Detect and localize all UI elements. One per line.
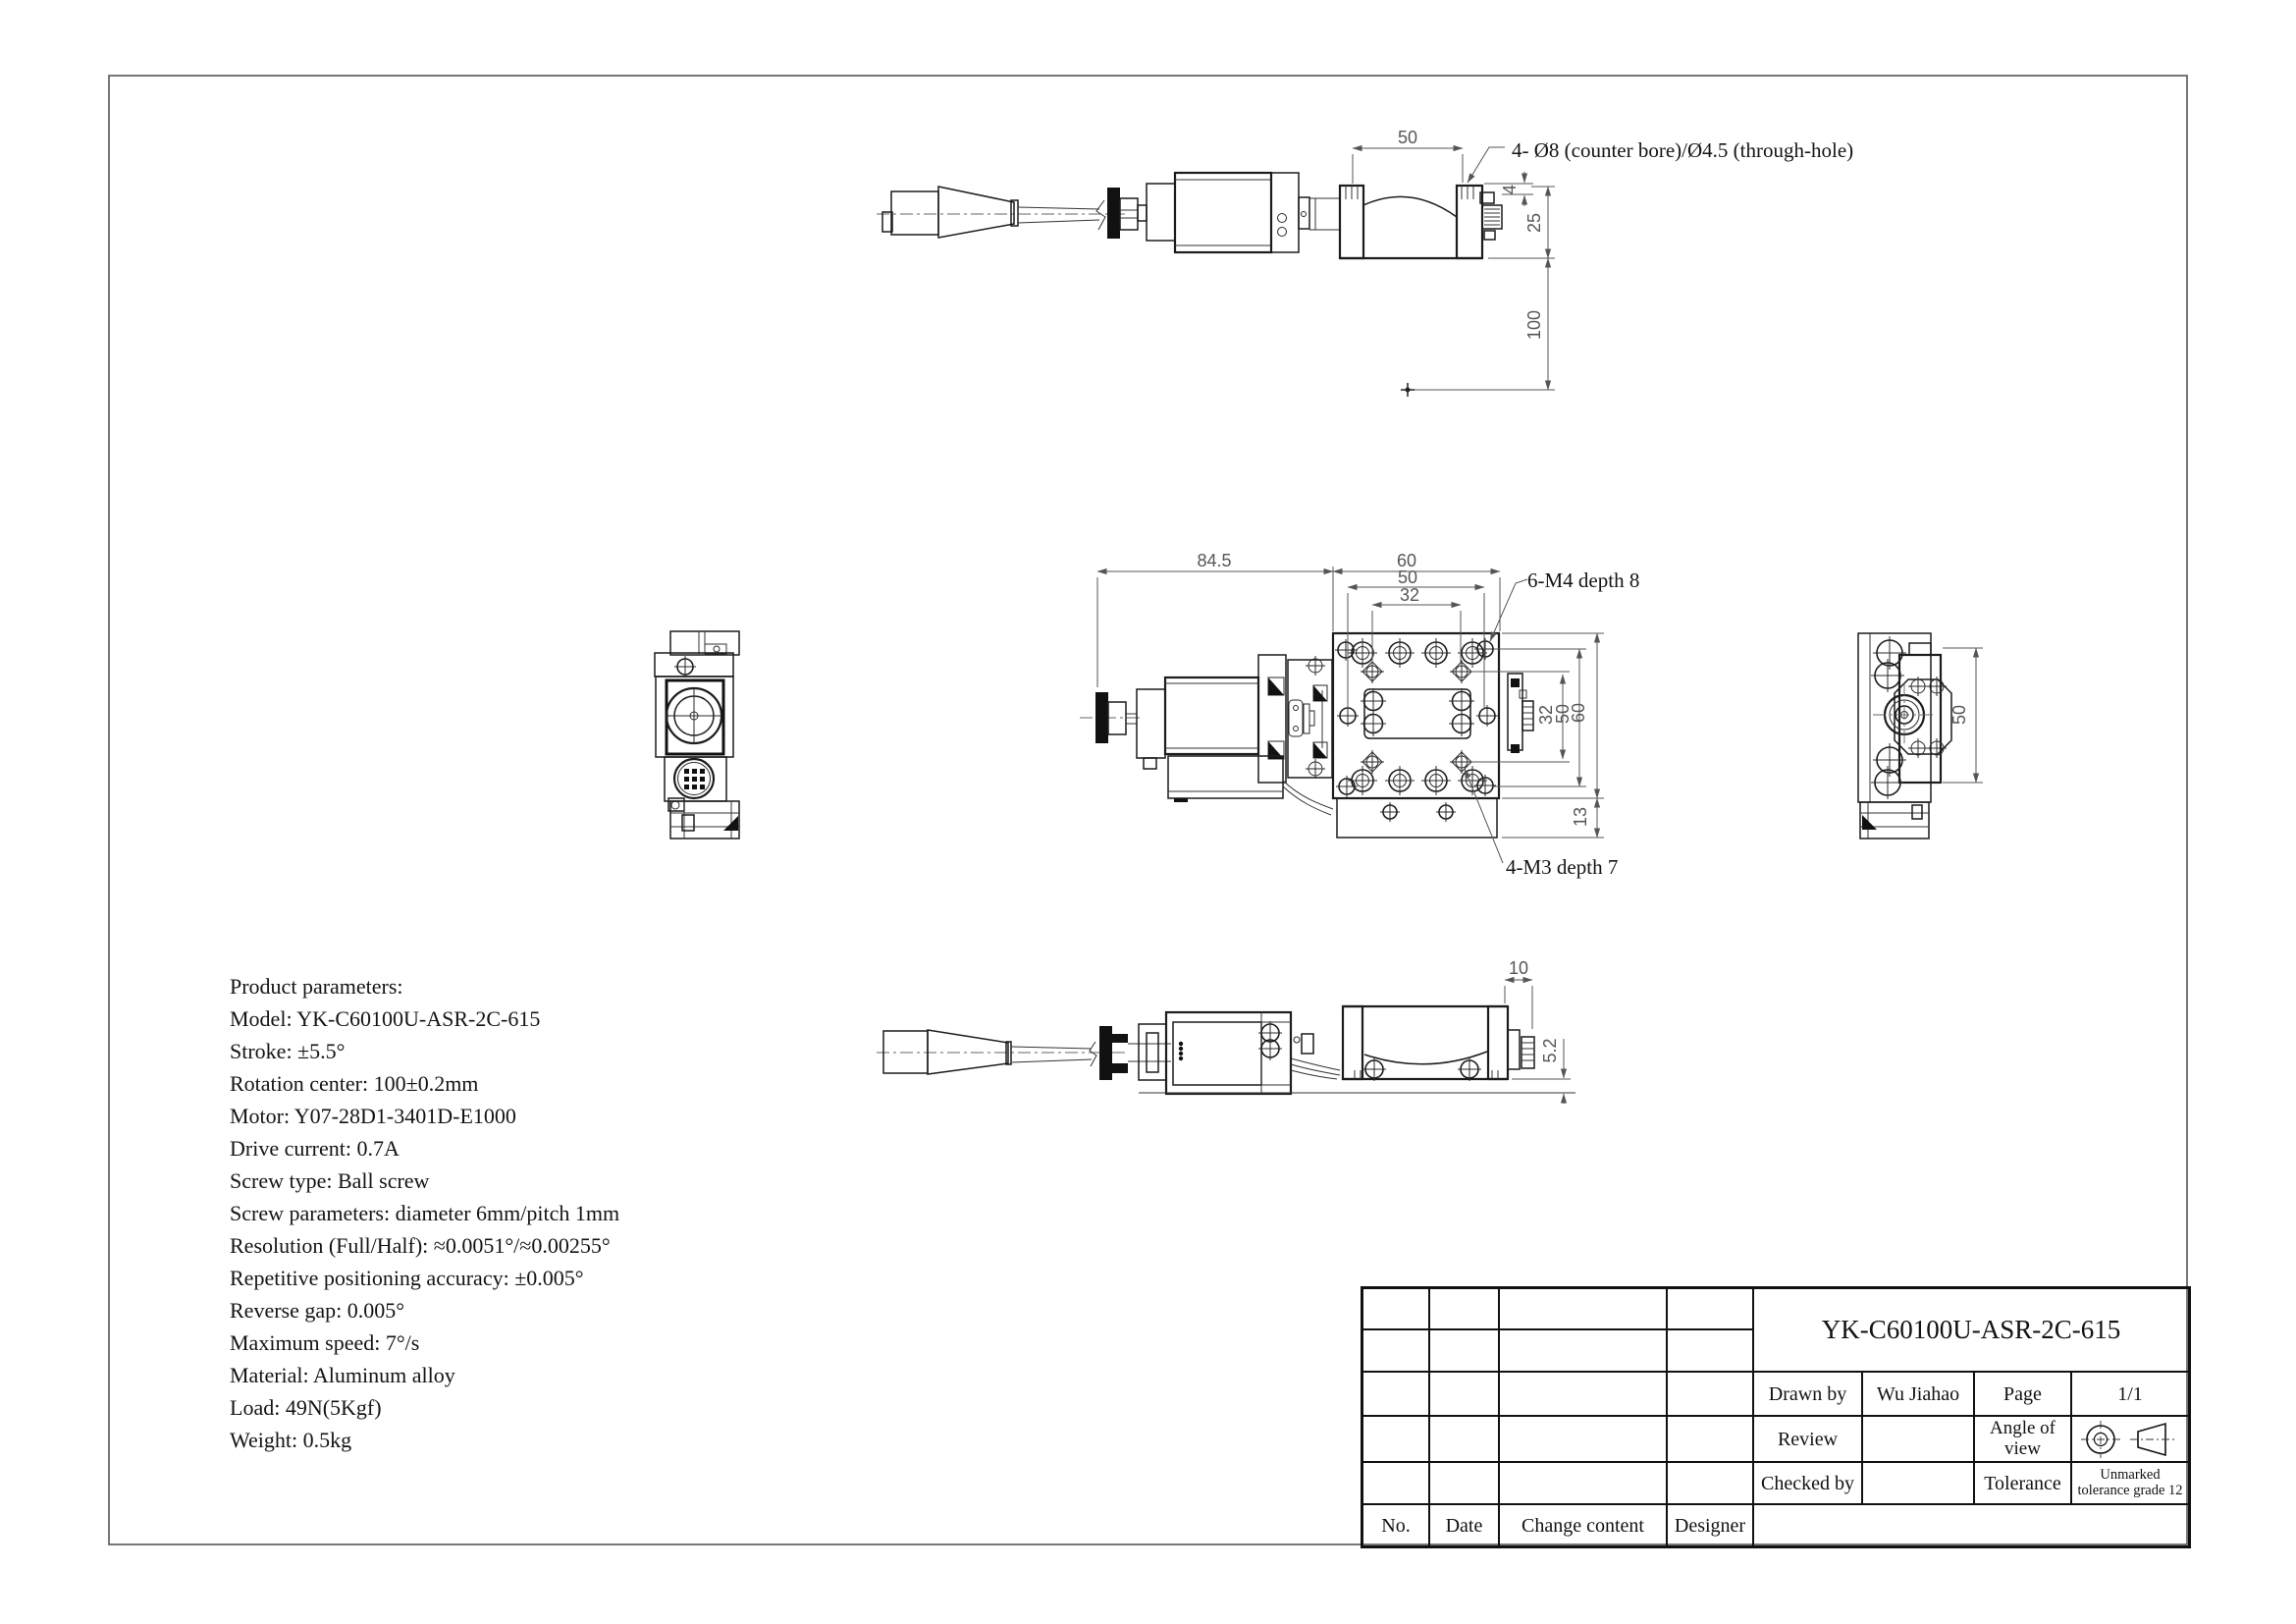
param-line: Screw type: Ball screw: [230, 1168, 430, 1193]
dim-right-60: 60: [1569, 703, 1588, 723]
designer-header-cell: Designer: [1667, 1504, 1753, 1546]
revision-cell: [1499, 1372, 1667, 1416]
param-line: Model: YK-C60100U-ASR-2C-615: [230, 1006, 541, 1031]
revision-cell: [1429, 1329, 1499, 1372]
counterbore-note: 4- Ø8 (counter bore)/Ø4.5 (through-hole): [1512, 138, 1853, 162]
dim-step-4: 4: [1500, 185, 1520, 194]
page-value-cell: 1/1: [2071, 1372, 2189, 1416]
top-view: [877, 171, 1503, 260]
product-parameters: Product parameters: Model: YK-C60100U-AS…: [230, 970, 740, 1456]
revision-cell: [1429, 1288, 1499, 1329]
tolerance-value-cell: Unmarked tolerance grade 12: [2071, 1462, 2189, 1504]
param-line: Material: Aluminum alloy: [230, 1363, 455, 1387]
param-line: Rotation center: 100±0.2mm: [230, 1071, 479, 1096]
revision-cell: [1499, 1416, 1667, 1462]
dim-top-60: 60: [1397, 551, 1416, 570]
first-angle-projection-icon: [2081, 1420, 2175, 1458]
no-header-cell: No.: [1362, 1504, 1429, 1546]
checked-by-label-cell: Checked by: [1753, 1462, 1862, 1504]
param-line: Weight: 0.5kg: [230, 1428, 352, 1452]
empty-footer-cell: [1753, 1504, 2189, 1546]
m3-note: 4-M3 depth 7: [1506, 855, 1618, 879]
front-view-dimensions: 84.5 60 50 32 6-M4 depth 8 32 50 60 13 4…: [1096, 551, 1639, 879]
revision-cell: [1362, 1288, 1429, 1329]
page-label-cell: Page: [1974, 1372, 2071, 1416]
revision-cell: [1499, 1329, 1667, 1372]
dim-845: 84.5: [1197, 551, 1231, 570]
checked-by-value-cell: [1862, 1462, 1974, 1504]
dim-offset-10: 10: [1509, 958, 1528, 978]
dim-center-100: 100: [1524, 310, 1544, 340]
revision-cell: [1429, 1372, 1499, 1416]
revision-cell: [1429, 1416, 1499, 1462]
drawn-by-value-cell: Wu Jiahao: [1862, 1372, 1974, 1416]
left-side-view: [654, 630, 740, 839]
param-line: Load: 49N(5Kgf): [230, 1395, 382, 1420]
bottom-view: [877, 1004, 1575, 1096]
revision-cell: [1667, 1288, 1753, 1329]
dim-top-50: 50: [1398, 128, 1417, 147]
revision-cell: [1667, 1372, 1753, 1416]
revision-cell: [1362, 1416, 1429, 1462]
right-side-view: [1857, 632, 1952, 839]
bottom-view-dimensions: 10 5.2: [1504, 958, 1571, 1104]
revision-cell: [1667, 1416, 1753, 1462]
dim-top-32: 32: [1400, 585, 1419, 605]
top-view-dimensions: 50 4- Ø8 (counter bore)/Ø4.5 (through-ho…: [1352, 128, 1853, 397]
projection-symbol-cell: [2071, 1416, 2189, 1462]
revision-cell: [1362, 1329, 1429, 1372]
sheet-frame: [108, 75, 2188, 1545]
param-line: Motor: Y07-28D1-3401D-E1000: [230, 1104, 516, 1128]
review-value-cell: [1862, 1416, 1974, 1462]
dim-height-52: 5.2: [1540, 1038, 1560, 1062]
dim-right-50: 50: [1553, 704, 1573, 724]
revision-cell: [1362, 1462, 1429, 1504]
dim-right-32: 32: [1536, 705, 1556, 725]
drawing-title: YK-C60100U-ASR-2C-615: [1753, 1288, 2189, 1372]
date-header-cell: Date: [1429, 1504, 1499, 1546]
front-view: [1080, 631, 1534, 839]
param-line: Screw parameters: diameter 6mm/pitch 1mm: [230, 1201, 620, 1225]
revision-cell: [1667, 1462, 1753, 1504]
revision-cell: [1429, 1462, 1499, 1504]
tolerance-label-cell: Tolerance: [1974, 1462, 2071, 1504]
m4-note: 6-M4 depth 8: [1527, 568, 1639, 592]
dim-side-50: 50: [1949, 705, 1969, 725]
revision-cell: [1667, 1329, 1753, 1372]
drawn-by-label-cell: Drawn by: [1753, 1372, 1862, 1416]
change-content-header-cell: Change content: [1499, 1504, 1667, 1546]
param-line: Product parameters:: [230, 974, 403, 999]
param-line: Reverse gap: 0.005°: [230, 1298, 405, 1323]
param-line: Resolution (Full/Half): ≈0.0051°/≈0.0025…: [230, 1233, 611, 1258]
param-line: Repetitive positioning accuracy: ±0.005°: [230, 1266, 584, 1290]
revision-cell: [1499, 1288, 1667, 1329]
param-line: Stroke: ±5.5°: [230, 1039, 346, 1063]
dim-height-25: 25: [1524, 213, 1544, 233]
revision-cell: [1499, 1462, 1667, 1504]
review-label-cell: Review: [1753, 1416, 1862, 1462]
dim-top-50: 50: [1398, 568, 1417, 587]
revision-cell: [1362, 1372, 1429, 1416]
right-side-view-dimensions: 50: [1943, 647, 1983, 784]
angle-of-view-label-cell: Angle of view: [1974, 1416, 2071, 1462]
param-line: Maximum speed: 7°/s: [230, 1330, 420, 1355]
title-block: No. Date Change content Designer YK-C601…: [1361, 1286, 2191, 1548]
dim-base-13: 13: [1571, 807, 1590, 827]
param-line: Drive current: 0.7A: [230, 1136, 400, 1161]
rotation-center-point: [1405, 387, 1411, 393]
